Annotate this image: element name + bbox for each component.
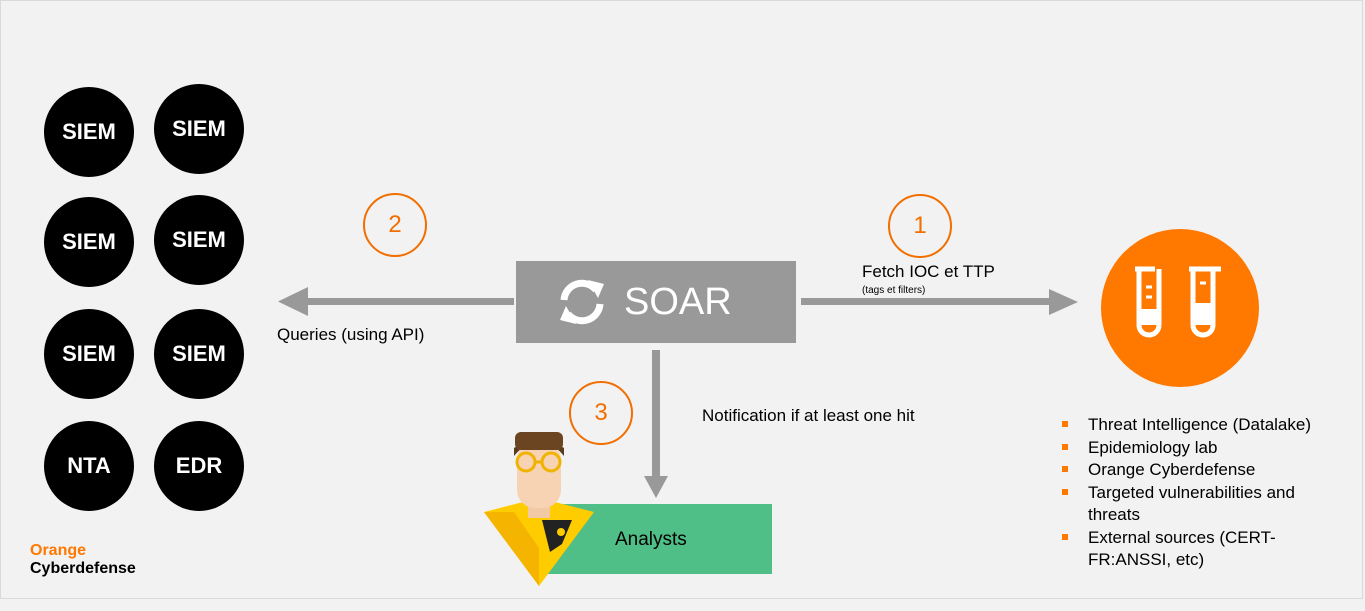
list-item: External sources (CERT-FR:ANSSI, etc) <box>1060 527 1313 572</box>
tool-siem-3: SIEM <box>44 197 134 287</box>
tool-edr: EDR <box>154 421 244 511</box>
step-1: 1 <box>888 194 952 258</box>
test-tubes-icon <box>1135 266 1221 338</box>
logo-line-2: Cyberdefense <box>30 560 136 577</box>
queries-label: Queries (using API) <box>277 325 425 344</box>
tool-siem-2: SIEM <box>154 84 244 174</box>
list-item: Targeted vulnerabilities and threats <box>1060 482 1313 527</box>
list-item: Threat Intelligence (Datalake) <box>1060 414 1360 437</box>
arrow-to-analysts <box>644 350 668 498</box>
list-item: Epidemiology lab <box>1060 437 1360 460</box>
soar-label: SOAR <box>624 280 732 323</box>
notification-label: Notification if at least one hit <box>702 406 915 425</box>
soar-box: SOAR <box>516 261 796 343</box>
tool-nta: NTA <box>44 421 134 511</box>
sync-icon <box>560 279 604 325</box>
logo-line-1: Orange <box>30 542 87 559</box>
tool-siem-4: SIEM <box>154 195 244 285</box>
analysts-label: Analysts <box>615 529 687 550</box>
tool-siem-1: SIEM <box>44 87 134 177</box>
step-3: 3 <box>569 381 633 445</box>
tool-siem-6: SIEM <box>154 309 244 399</box>
fetch-label: Fetch IOC et TTP <box>862 262 995 281</box>
arrow-to-tools <box>278 287 514 316</box>
lab-circle <box>1101 229 1259 387</box>
list-item: Orange Cyberdefense <box>1060 459 1360 482</box>
sources-list: Threat Intelligence (Datalake) Epidemiol… <box>1060 414 1360 572</box>
fetch-note: (tags et filters) <box>862 285 926 296</box>
analyst-avatar <box>484 432 594 586</box>
tool-siem-5: SIEM <box>44 309 134 399</box>
arrow-to-lab <box>801 289 1078 315</box>
step-2: 2 <box>363 193 427 257</box>
diagram-frame <box>0 0 1363 599</box>
